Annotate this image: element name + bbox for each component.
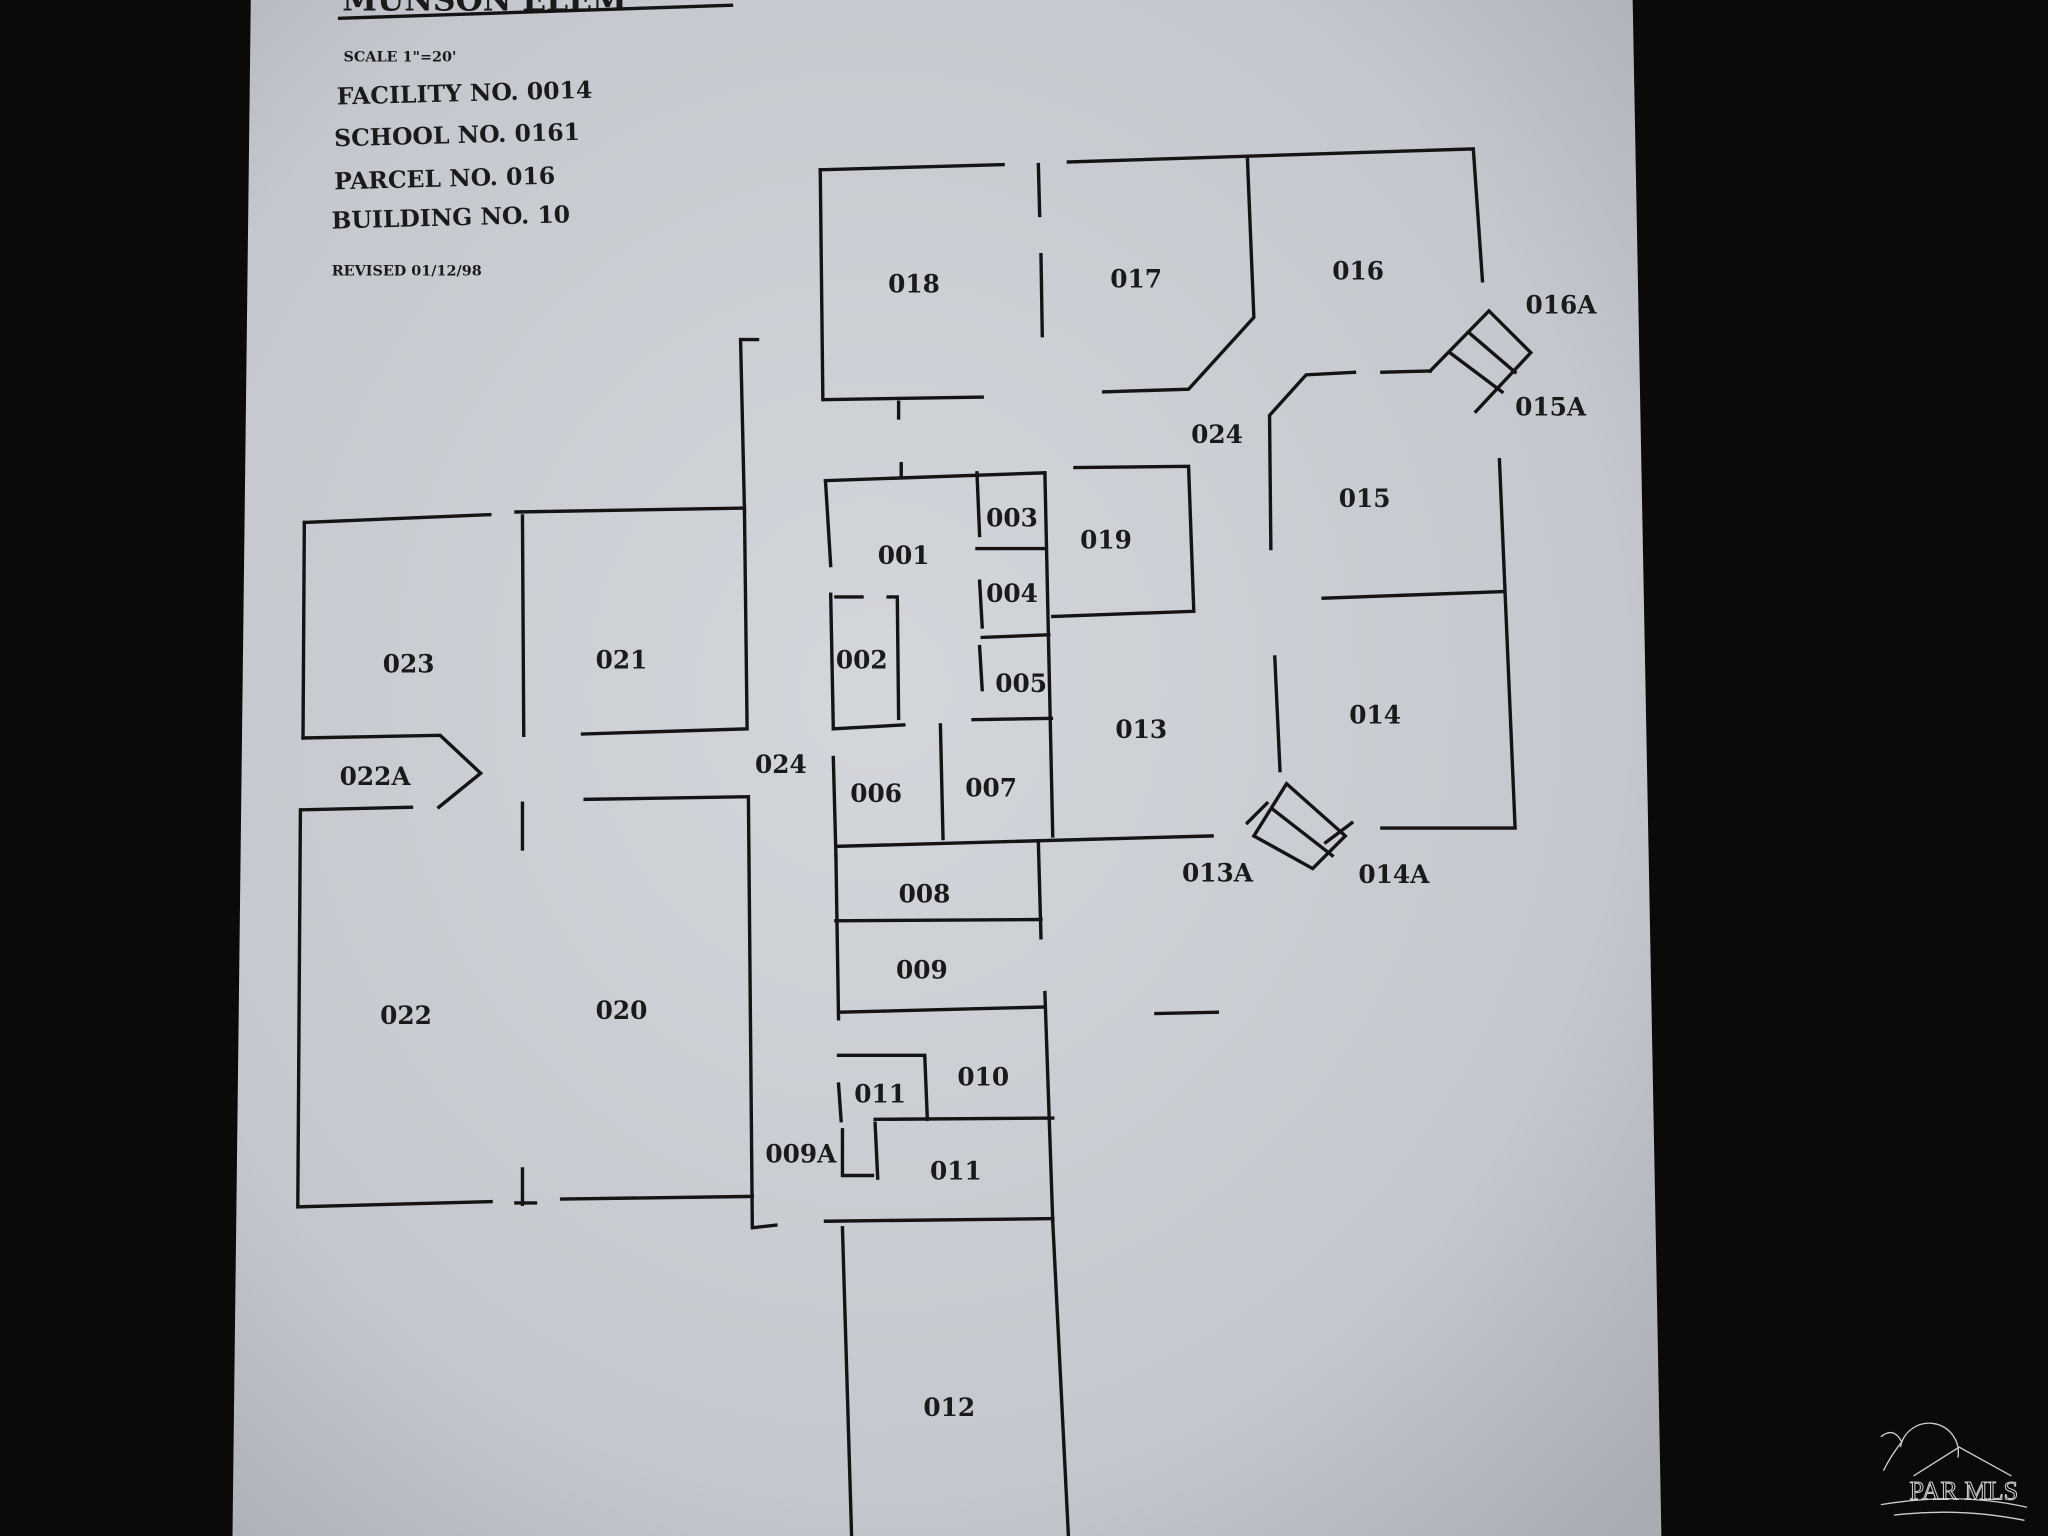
room-004: 004 — [986, 579, 1038, 608]
room-005: 005 — [995, 669, 1047, 698]
room-001: 001 — [878, 541, 930, 570]
room-009: 009 — [896, 955, 948, 984]
plan-header: SCALE 1"=20' FACILITY NO. 0014 SCHOOL NO… — [331, 49, 592, 279]
room-019: 019 — [1080, 526, 1132, 555]
school-no: SCHOOL NO. 0161 — [334, 118, 581, 152]
room-014a: 014A — [1358, 860, 1430, 889]
room-021: 021 — [596, 646, 648, 675]
room-013a: 013A — [1182, 859, 1254, 888]
parcel-no: PARCEL NO. 016 — [334, 162, 556, 196]
room-022: 022 — [380, 1001, 432, 1030]
room-011-small: 011 — [854, 1079, 906, 1108]
room-012: 012 — [923, 1393, 975, 1422]
facility-no: FACILITY NO. 0014 — [336, 76, 592, 111]
room-013: 013 — [1115, 715, 1167, 744]
room-003: 003 — [986, 503, 1038, 532]
room-023: 023 — [383, 650, 435, 679]
room-015: 015 — [1339, 484, 1391, 513]
room-024-corridor: 024 — [755, 750, 807, 779]
room-011: 011 — [930, 1156, 982, 1185]
room-017: 017 — [1110, 264, 1162, 293]
room-020: 020 — [596, 996, 648, 1025]
room-009a: 009A — [765, 1139, 837, 1168]
room-018: 018 — [888, 270, 940, 299]
scale-text: SCALE 1"=20' — [344, 49, 457, 65]
svg-text:PAR MLS: PAR MLS — [1910, 1476, 2019, 1505]
plan-title: MUNSON ELEM — [337, 0, 734, 21]
svg-text:MUNSON ELEM: MUNSON ELEM — [342, 0, 627, 18]
room-007: 007 — [965, 774, 1017, 803]
room-008: 008 — [899, 880, 951, 909]
room-006: 006 — [850, 779, 902, 808]
room-010: 010 — [957, 1062, 1009, 1091]
room-016a: 016A — [1526, 290, 1598, 319]
par-mls-watermark-logo: PAR MLS — [1880, 1422, 2028, 1521]
room-024-corridor-top: 024 — [1191, 420, 1243, 449]
building-no: BUILDING NO. 10 — [331, 200, 570, 234]
revised-date: REVISED 01/12/98 — [332, 264, 482, 280]
paper-sheet — [232, 0, 1662, 1536]
room-015a: 015A — [1515, 392, 1587, 421]
room-016: 016 — [1332, 257, 1384, 286]
room-labels: 018 017 016 016A 015A 024 015 001 003 01… — [340, 257, 1598, 1422]
room-022a: 022A — [340, 762, 412, 791]
walls — [296, 147, 1534, 1536]
room-014: 014 — [1349, 701, 1401, 730]
room-002: 002 — [836, 646, 888, 675]
